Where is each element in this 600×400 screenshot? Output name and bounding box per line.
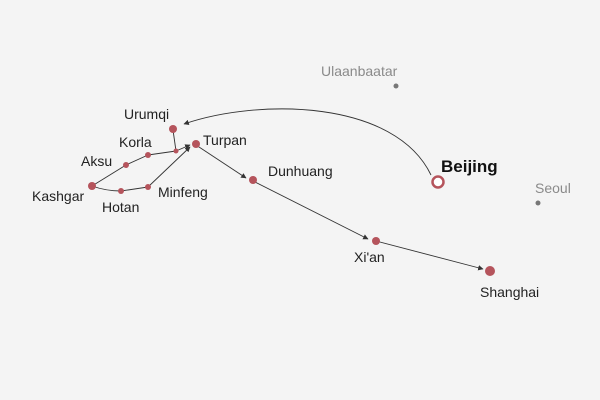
marker-kashgar[interactable] bbox=[88, 182, 96, 190]
route-xian-shanghai bbox=[375, 240, 484, 271]
route-urumqi-junction bbox=[172, 129, 177, 152]
label-turpan: Turpan bbox=[203, 132, 247, 148]
label-beijing: Beijing bbox=[441, 157, 498, 176]
marker-beijing[interactable] bbox=[431, 175, 445, 189]
route-junction-korla bbox=[147, 150, 177, 156]
route-hotan-minfeng bbox=[120, 186, 149, 192]
route-minfeng-turpan bbox=[147, 146, 191, 188]
route-lines bbox=[91, 108, 484, 271]
route-turpan-dunhuang bbox=[195, 144, 247, 179]
route-junction-turpan bbox=[175, 144, 191, 152]
marker-seoul[interactable] bbox=[535, 200, 541, 206]
label-ulaanbaatar: Ulaanbaatar bbox=[321, 63, 398, 79]
route-beijing-urumqi bbox=[183, 108, 432, 176]
marker-dunhuang[interactable] bbox=[249, 176, 257, 184]
route-dunhuang-xian bbox=[252, 180, 369, 240]
label-hotan: Hotan bbox=[102, 199, 139, 215]
label-urumqi: Urumqi bbox=[124, 106, 169, 122]
label-shanghai: Shanghai bbox=[480, 284, 539, 300]
marker-turpan[interactable] bbox=[192, 140, 200, 148]
label-aksu: Aksu bbox=[81, 153, 112, 169]
label-kashgar: Kashgar bbox=[32, 188, 84, 204]
marker-xian[interactable] bbox=[372, 237, 380, 245]
marker-hotan[interactable] bbox=[118, 188, 124, 194]
marker-urumqi[interactable] bbox=[169, 125, 177, 133]
marker-aksu[interactable] bbox=[123, 162, 129, 168]
label-dunhuang: Dunhuang bbox=[268, 163, 333, 179]
marker-minfeng[interactable] bbox=[145, 184, 151, 190]
city-markers bbox=[88, 83, 541, 276]
route-korla-aksu bbox=[125, 154, 149, 166]
marker-junction bbox=[173, 148, 179, 154]
label-korla: Korla bbox=[119, 134, 152, 150]
label-seoul: Seoul bbox=[535, 180, 571, 196]
route-aksu-kashgar bbox=[91, 164, 127, 187]
marker-ulaanbaatar[interactable] bbox=[393, 83, 399, 89]
city-labels: Beijing Urumqi Korla Aksu Kashgar Hotan … bbox=[32, 63, 571, 300]
marker-shanghai[interactable] bbox=[485, 266, 495, 276]
marker-korla[interactable] bbox=[145, 152, 151, 158]
label-xian: Xi'an bbox=[354, 249, 385, 265]
label-minfeng: Minfeng bbox=[158, 184, 208, 200]
route-kashgar-hotan bbox=[91, 185, 122, 192]
